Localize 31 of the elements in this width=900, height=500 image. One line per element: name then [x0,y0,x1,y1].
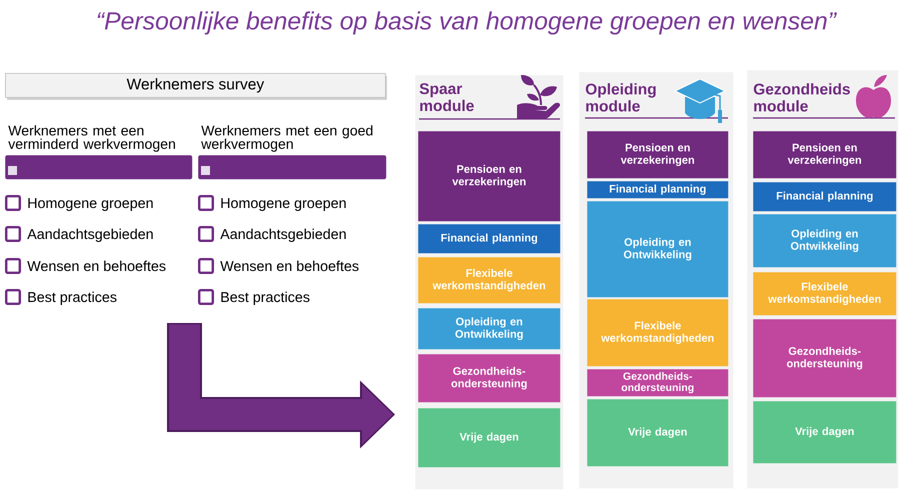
benefit-box: Flexibele werkomstandigheden [753,272,896,316]
column-heading: Werknemers met een verminderd werkvermogen [8,125,175,152]
benefit-box: Pensioen en verzekeringen [753,131,896,178]
benefit-box: Gezondheids-ondersteuning [753,319,896,398]
list-item: Best practices [28,292,116,305]
block-arrow [167,323,395,448]
benefit-box: Vrije dagen [753,401,896,464]
benefit-box: Opleiding en Ontwikkeling [753,214,896,268]
list-item: Homogene groepen [221,198,346,211]
benefit-box: Pensioen en verzekeringen [418,131,560,222]
benefit-box: Opleiding en Ontwikkeling [418,308,560,350]
column-heading: Werknemers met een goed werkvermogen [201,125,372,152]
benefit-box: Opleiding en Ontwikkeling [587,201,728,298]
list-item: Aandachtsgebieden [220,228,346,242]
survey-box: Werknemers survey [5,73,387,100]
benefit-box: Vrije dagen [587,399,728,466]
benefit-box: Gezondheids-ondersteuning [587,369,728,396]
list-item: Homogene groepen [28,198,153,211]
list-item: Wensen en behoeftes [27,260,166,272]
benefit-box: Flexibele werkomstandigheden [587,299,728,366]
title: “Persoonlijke benefits op basis van homogene groepen en wensen” [98,11,837,35]
benefit-box: Flexibele werkomstandigheden [418,257,560,304]
benefit-box: Gezondheids-ondersteuning [418,354,560,402]
list-item: Best practices [221,292,310,305]
benefit-box: Vrije dagen [418,408,560,468]
list-item: Wensen en behoeftes [220,260,359,272]
benefit-box: Pensioen en verzekeringen [587,131,728,178]
benefit-box: Financial planning [753,182,896,212]
benefit-box: Financial planning [587,181,728,198]
benefit-box: Financial planning [418,224,560,254]
list-item: Aandachtsgebieden [27,228,153,242]
